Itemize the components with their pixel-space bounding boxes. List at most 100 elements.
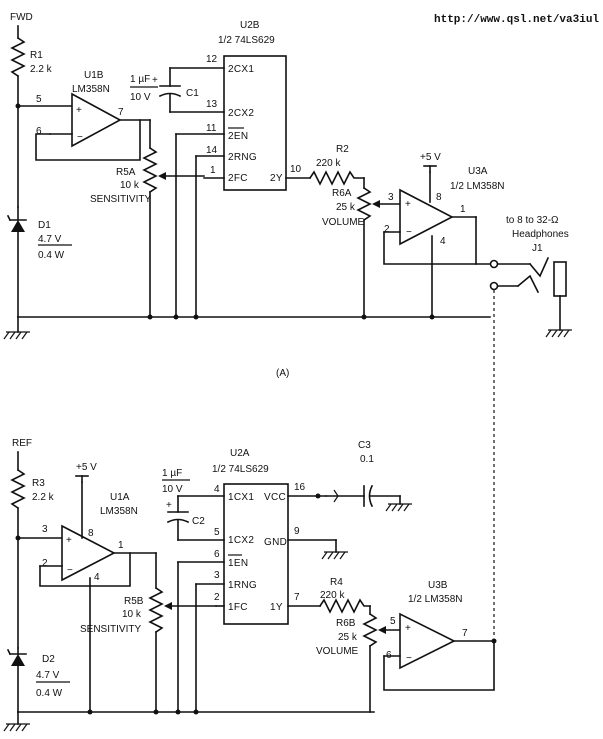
u3b-part: 1/2 LM358N (408, 594, 462, 605)
svg-text:5: 5 (36, 94, 42, 105)
r4-value: 220 k (320, 590, 345, 601)
svg-text:4: 4 (214, 484, 220, 495)
svg-text:1RNG: 1RNG (228, 580, 257, 591)
svg-text:7: 7 (462, 628, 468, 639)
svg-text:GND: GND (264, 537, 287, 548)
c1-ref: C1 (186, 88, 199, 99)
r5b-name: SENSITIVITY (80, 624, 141, 635)
u1a-supply: +5 V (76, 462, 97, 473)
svg-text:−: − (77, 132, 83, 143)
svg-text:+: + (166, 500, 172, 511)
c1-voltage: 10 V (130, 92, 151, 103)
r2-resistor (308, 170, 365, 186)
svg-text:9: 9 (294, 526, 300, 537)
r4-ref: R4 (330, 577, 343, 588)
r6a-value: 25 k (336, 202, 356, 213)
d2-zener (11, 654, 25, 666)
svg-text:5: 5 (390, 616, 396, 627)
svg-text:7: 7 (294, 592, 300, 603)
j1-ref: J1 (532, 243, 543, 254)
svg-text:+: + (152, 75, 158, 86)
svg-text:3: 3 (42, 524, 48, 535)
r6a-ref: R6A (332, 188, 352, 199)
svg-text:2CX1: 2CX1 (228, 64, 254, 75)
svg-text:+: + (76, 105, 82, 116)
u2a-chip (223, 483, 289, 625)
svg-text:10: 10 (290, 164, 302, 175)
r5a-ref: R5A (116, 167, 136, 178)
j1-jack (553, 261, 567, 297)
svg-text:5: 5 (214, 527, 220, 538)
d1-ref: D1 (38, 220, 51, 231)
c2-ref: C2 (192, 516, 205, 527)
section-a-label: (A) (276, 368, 289, 379)
r6b-potentiometer (362, 612, 378, 648)
svg-text:11: 11 (206, 123, 217, 134)
r1-ref: R1 (30, 50, 43, 61)
r6a-potentiometer (356, 186, 372, 222)
r5b-potentiometer (148, 586, 164, 634)
svg-text:1CX2: 1CX2 (228, 535, 254, 546)
c2-value: 1 µF (162, 468, 182, 479)
ref-input-label: REF (12, 438, 32, 449)
svg-text:8: 8 (88, 528, 94, 539)
r5b-ref: R5B (124, 596, 144, 607)
svg-text:2: 2 (384, 224, 390, 235)
svg-text:1: 1 (460, 204, 466, 215)
c1-value: 1 µF (130, 74, 150, 85)
fwd-input-label: FWD (10, 12, 33, 23)
u1b-part: LM358N (72, 84, 110, 95)
svg-text:12: 12 (206, 54, 218, 65)
svg-text:6: 6 (36, 126, 42, 137)
svg-text:VCC: VCC (264, 492, 286, 503)
r5b-value: 10 k (122, 609, 142, 620)
d2-voltage: 4.7 V (36, 670, 60, 681)
d1-power: 0.4 W (38, 250, 65, 261)
svg-text:−: − (406, 227, 412, 238)
svg-text:8: 8 (436, 192, 442, 203)
svg-text:1: 1 (118, 540, 124, 551)
d1-zener (11, 220, 25, 232)
u3b-opamp (399, 612, 456, 670)
u1a-opamp (61, 524, 116, 582)
svg-text:−: − (406, 653, 412, 664)
j1-note1: to 8 to 32-Ω (506, 215, 559, 226)
d2-power: 0.4 W (36, 688, 63, 699)
u1b-ref: U1B (84, 70, 104, 81)
svg-text:13: 13 (206, 99, 218, 110)
svg-text:1CX1: 1CX1 (228, 492, 254, 503)
svg-text:+: + (405, 623, 411, 634)
u3a-opamp (399, 188, 454, 246)
r6b-value: 25 k (338, 632, 358, 643)
c3-ref: C3 (358, 440, 371, 451)
svg-text:4: 4 (440, 236, 446, 247)
r4-resistor (318, 598, 371, 614)
j1-note2: Headphones (512, 229, 569, 240)
c3-value: 0.1 (360, 454, 374, 465)
svg-text:3: 3 (388, 192, 394, 203)
svg-text:2Y: 2Y (270, 173, 283, 184)
section-b: REF R3 2.2 k D2 4.7 V 0.4 W + − +5 V U1A… (3, 438, 497, 732)
u3b-ref: U3B (428, 580, 448, 591)
r6b-name: VOLUME (316, 646, 359, 657)
r5a-value: 10 k (120, 180, 140, 191)
u3a-part: 1/2 LM358N (450, 181, 504, 192)
u3a-supply: +5 V (420, 152, 441, 163)
svg-text:7: 7 (118, 107, 124, 118)
svg-text:2: 2 (214, 592, 220, 603)
u3a-ref: U3A (468, 166, 488, 177)
svg-text:2: 2 (42, 558, 48, 569)
r3-value: 2.2 k (32, 492, 55, 503)
u2a-ref: U2A (230, 448, 250, 459)
r2-value: 220 k (316, 158, 341, 169)
svg-text:−: − (67, 565, 73, 576)
svg-text:+: + (405, 199, 411, 210)
r5a-name: SENSITIVITY (90, 194, 151, 205)
u1b-opamp (71, 92, 122, 148)
svg-text:1Y: 1Y (270, 602, 283, 613)
svg-text:1EN: 1EN (228, 558, 248, 569)
svg-text:2CX2: 2CX2 (228, 108, 254, 119)
svg-text:3: 3 (214, 570, 220, 581)
svg-text:1FC: 1FC (228, 602, 248, 613)
